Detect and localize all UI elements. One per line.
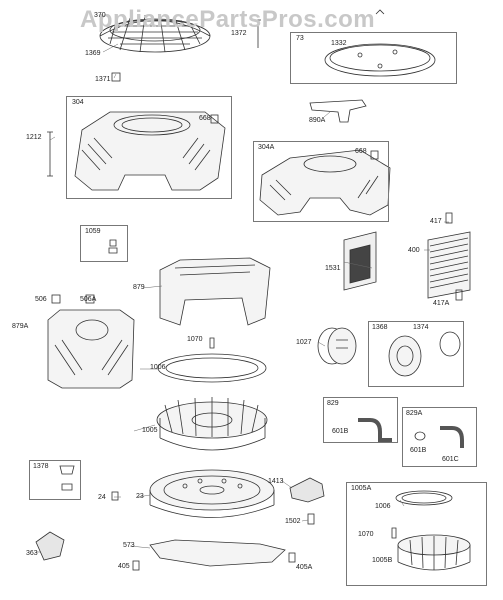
part-668-screw xyxy=(210,114,219,124)
label-1027: 1027 xyxy=(296,339,312,346)
part-1006-screen xyxy=(157,353,267,383)
label-1006-b: 1006 xyxy=(375,503,391,510)
label-601c: 601C xyxy=(442,456,459,463)
label-1531: 1531 xyxy=(325,265,341,272)
part-304a-blower-housing xyxy=(259,149,391,216)
part-1059-fastener xyxy=(108,239,118,254)
callout-box-304a-label: 304A xyxy=(258,144,275,151)
label-1372: 1372 xyxy=(231,30,247,37)
callout-box-73-label: 73 xyxy=(296,35,304,42)
callout-box-1368-label: 1368 xyxy=(372,324,388,331)
part-1006-inset-screen xyxy=(395,490,453,506)
part-304-blower-housing xyxy=(74,111,226,191)
callout-box-1368 xyxy=(368,321,464,387)
label-363: 363 xyxy=(26,550,38,557)
part-879a-shroud xyxy=(47,309,135,389)
label-24: 24 xyxy=(98,494,106,501)
part-890a-bracket xyxy=(309,99,367,123)
label-879a: 879A xyxy=(12,323,29,330)
label-668-b: 668 xyxy=(355,148,367,155)
part-23-flywheel xyxy=(149,469,275,518)
part-1027-screen xyxy=(317,327,357,365)
callout-box-1005a-label: 1005A xyxy=(351,485,372,492)
part-417a-fitting xyxy=(455,289,463,301)
part-363-bracket xyxy=(35,531,65,561)
part-879-shroud xyxy=(159,257,271,326)
label-1413: 1413 xyxy=(268,478,284,485)
part-405a-screw xyxy=(288,552,296,563)
callout-box-829a xyxy=(402,407,477,467)
part-1413-armature xyxy=(289,477,325,503)
label-1332: 1332 xyxy=(331,40,347,47)
part-405-screw xyxy=(132,560,140,571)
label-400: 400 xyxy=(408,247,420,254)
callout-box-304a xyxy=(253,141,389,222)
part-1212-stud xyxy=(47,131,53,177)
part-24-key xyxy=(111,491,119,501)
part-417-fitting xyxy=(445,212,453,224)
label-879: 879 xyxy=(133,284,145,291)
part-1070-inset-screw xyxy=(391,527,397,539)
watermark-text: AppliancePartsPros.com xyxy=(80,6,376,33)
part-400-oil-cooler xyxy=(427,231,471,299)
part-506a-nut xyxy=(85,294,95,304)
label-370: 370 xyxy=(94,12,106,19)
label-506: 506 xyxy=(35,296,47,303)
label-506a: 506A xyxy=(80,296,97,303)
label-1005b: 1005B xyxy=(372,557,393,564)
part-1378-nut xyxy=(59,465,75,491)
part-1531-guard xyxy=(343,231,377,291)
callout-box-829a-label: 829A xyxy=(406,410,423,417)
label-23: 23 xyxy=(136,493,144,500)
part-1371-nut xyxy=(111,72,121,82)
part-573-plate xyxy=(149,539,286,567)
label-1070-b: 1070 xyxy=(358,531,374,538)
label-890a: 890A xyxy=(309,117,326,124)
label-1374: 1374 xyxy=(413,324,429,331)
callout-box-73 xyxy=(290,32,457,84)
callout-box-1378-label: 1378 xyxy=(33,463,49,470)
label-1371: 1371 xyxy=(95,76,111,83)
leader-lines xyxy=(36,43,449,553)
callout-box-304 xyxy=(66,96,232,199)
part-1372-stud xyxy=(255,19,261,48)
callout-box-1059 xyxy=(80,225,128,262)
part-506-nut xyxy=(51,294,61,304)
part-1374-seal xyxy=(388,331,461,377)
label-1369: 1369 xyxy=(85,50,101,57)
callout-box-304-label: 304 xyxy=(72,99,84,106)
label-405: 405 xyxy=(118,563,130,570)
label-405a: 405A xyxy=(296,564,313,571)
label-1006-a: 1006 xyxy=(150,364,166,371)
label-668-a: 668 xyxy=(199,115,211,122)
part-601c-hose xyxy=(440,426,464,448)
part-668b-screw xyxy=(370,150,379,160)
part-1070-screw xyxy=(209,337,215,349)
callout-box-1378 xyxy=(29,460,81,500)
callout-box-1059-label: 1059 xyxy=(85,228,101,235)
label-573: 573 xyxy=(123,542,135,549)
label-601b-a: 601B xyxy=(332,428,349,435)
part-370-clip xyxy=(375,9,385,15)
part-1502-screw xyxy=(307,513,315,525)
part-grille xyxy=(99,14,211,53)
part-1005b-fan xyxy=(397,534,471,571)
label-601b-b: 601B xyxy=(410,447,427,454)
label-1070-a: 1070 xyxy=(187,336,203,343)
label-1502: 1502 xyxy=(285,518,301,525)
label-417a: 417A xyxy=(433,300,450,307)
callout-box-829-label: 829 xyxy=(327,400,339,407)
callout-box-829 xyxy=(323,397,398,443)
label-1212: 1212 xyxy=(26,134,42,141)
part-601b-hose xyxy=(358,418,392,442)
callout-box-1005a xyxy=(346,482,487,586)
part-1005-fan xyxy=(156,397,268,451)
part-1332-screen xyxy=(324,43,436,77)
part-601b-clamp xyxy=(414,431,426,441)
label-1005: 1005 xyxy=(142,427,158,434)
label-417: 417 xyxy=(430,218,442,225)
